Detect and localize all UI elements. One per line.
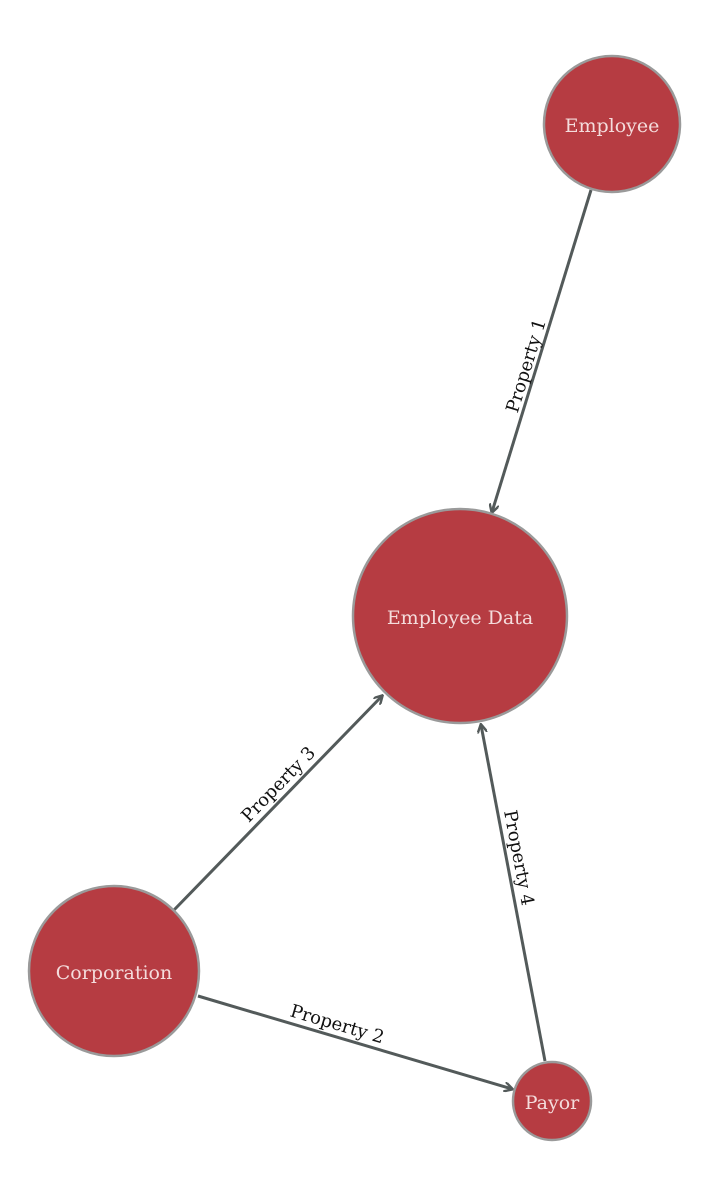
edge-property-3[interactable] (172, 696, 382, 912)
edge-label-property-3: Property 3 (237, 743, 320, 827)
node-payor-label: Payor (525, 1092, 580, 1114)
node-corporation[interactable]: Corporation (27, 884, 201, 1058)
node-employee[interactable]: Employee (542, 54, 682, 194)
nodes-layer: Employee Employee Data Corporation Payor (27, 54, 682, 1142)
edge-label-property-1: Property 1 (502, 316, 551, 415)
node-payor[interactable]: Payor (511, 1060, 593, 1142)
node-corporation-label: Corporation (56, 962, 172, 984)
edge-property-2[interactable] (197, 994, 512, 1089)
node-employee-data-circle (351, 507, 569, 725)
node-employee-label: Employee (565, 115, 660, 137)
edge-label-property-2: Property 2 (288, 1001, 387, 1049)
node-employee-data[interactable]: Employee Data (351, 507, 569, 725)
node-employee-data-label: Employee Data (387, 607, 533, 629)
node-payor-circle (511, 1060, 593, 1142)
edge-property-1[interactable] (492, 189, 593, 512)
edge-property-4[interactable] (481, 725, 547, 1062)
edges-layer (172, 189, 593, 1089)
node-corporation-circle (27, 884, 201, 1058)
node-employee-circle (542, 54, 682, 194)
